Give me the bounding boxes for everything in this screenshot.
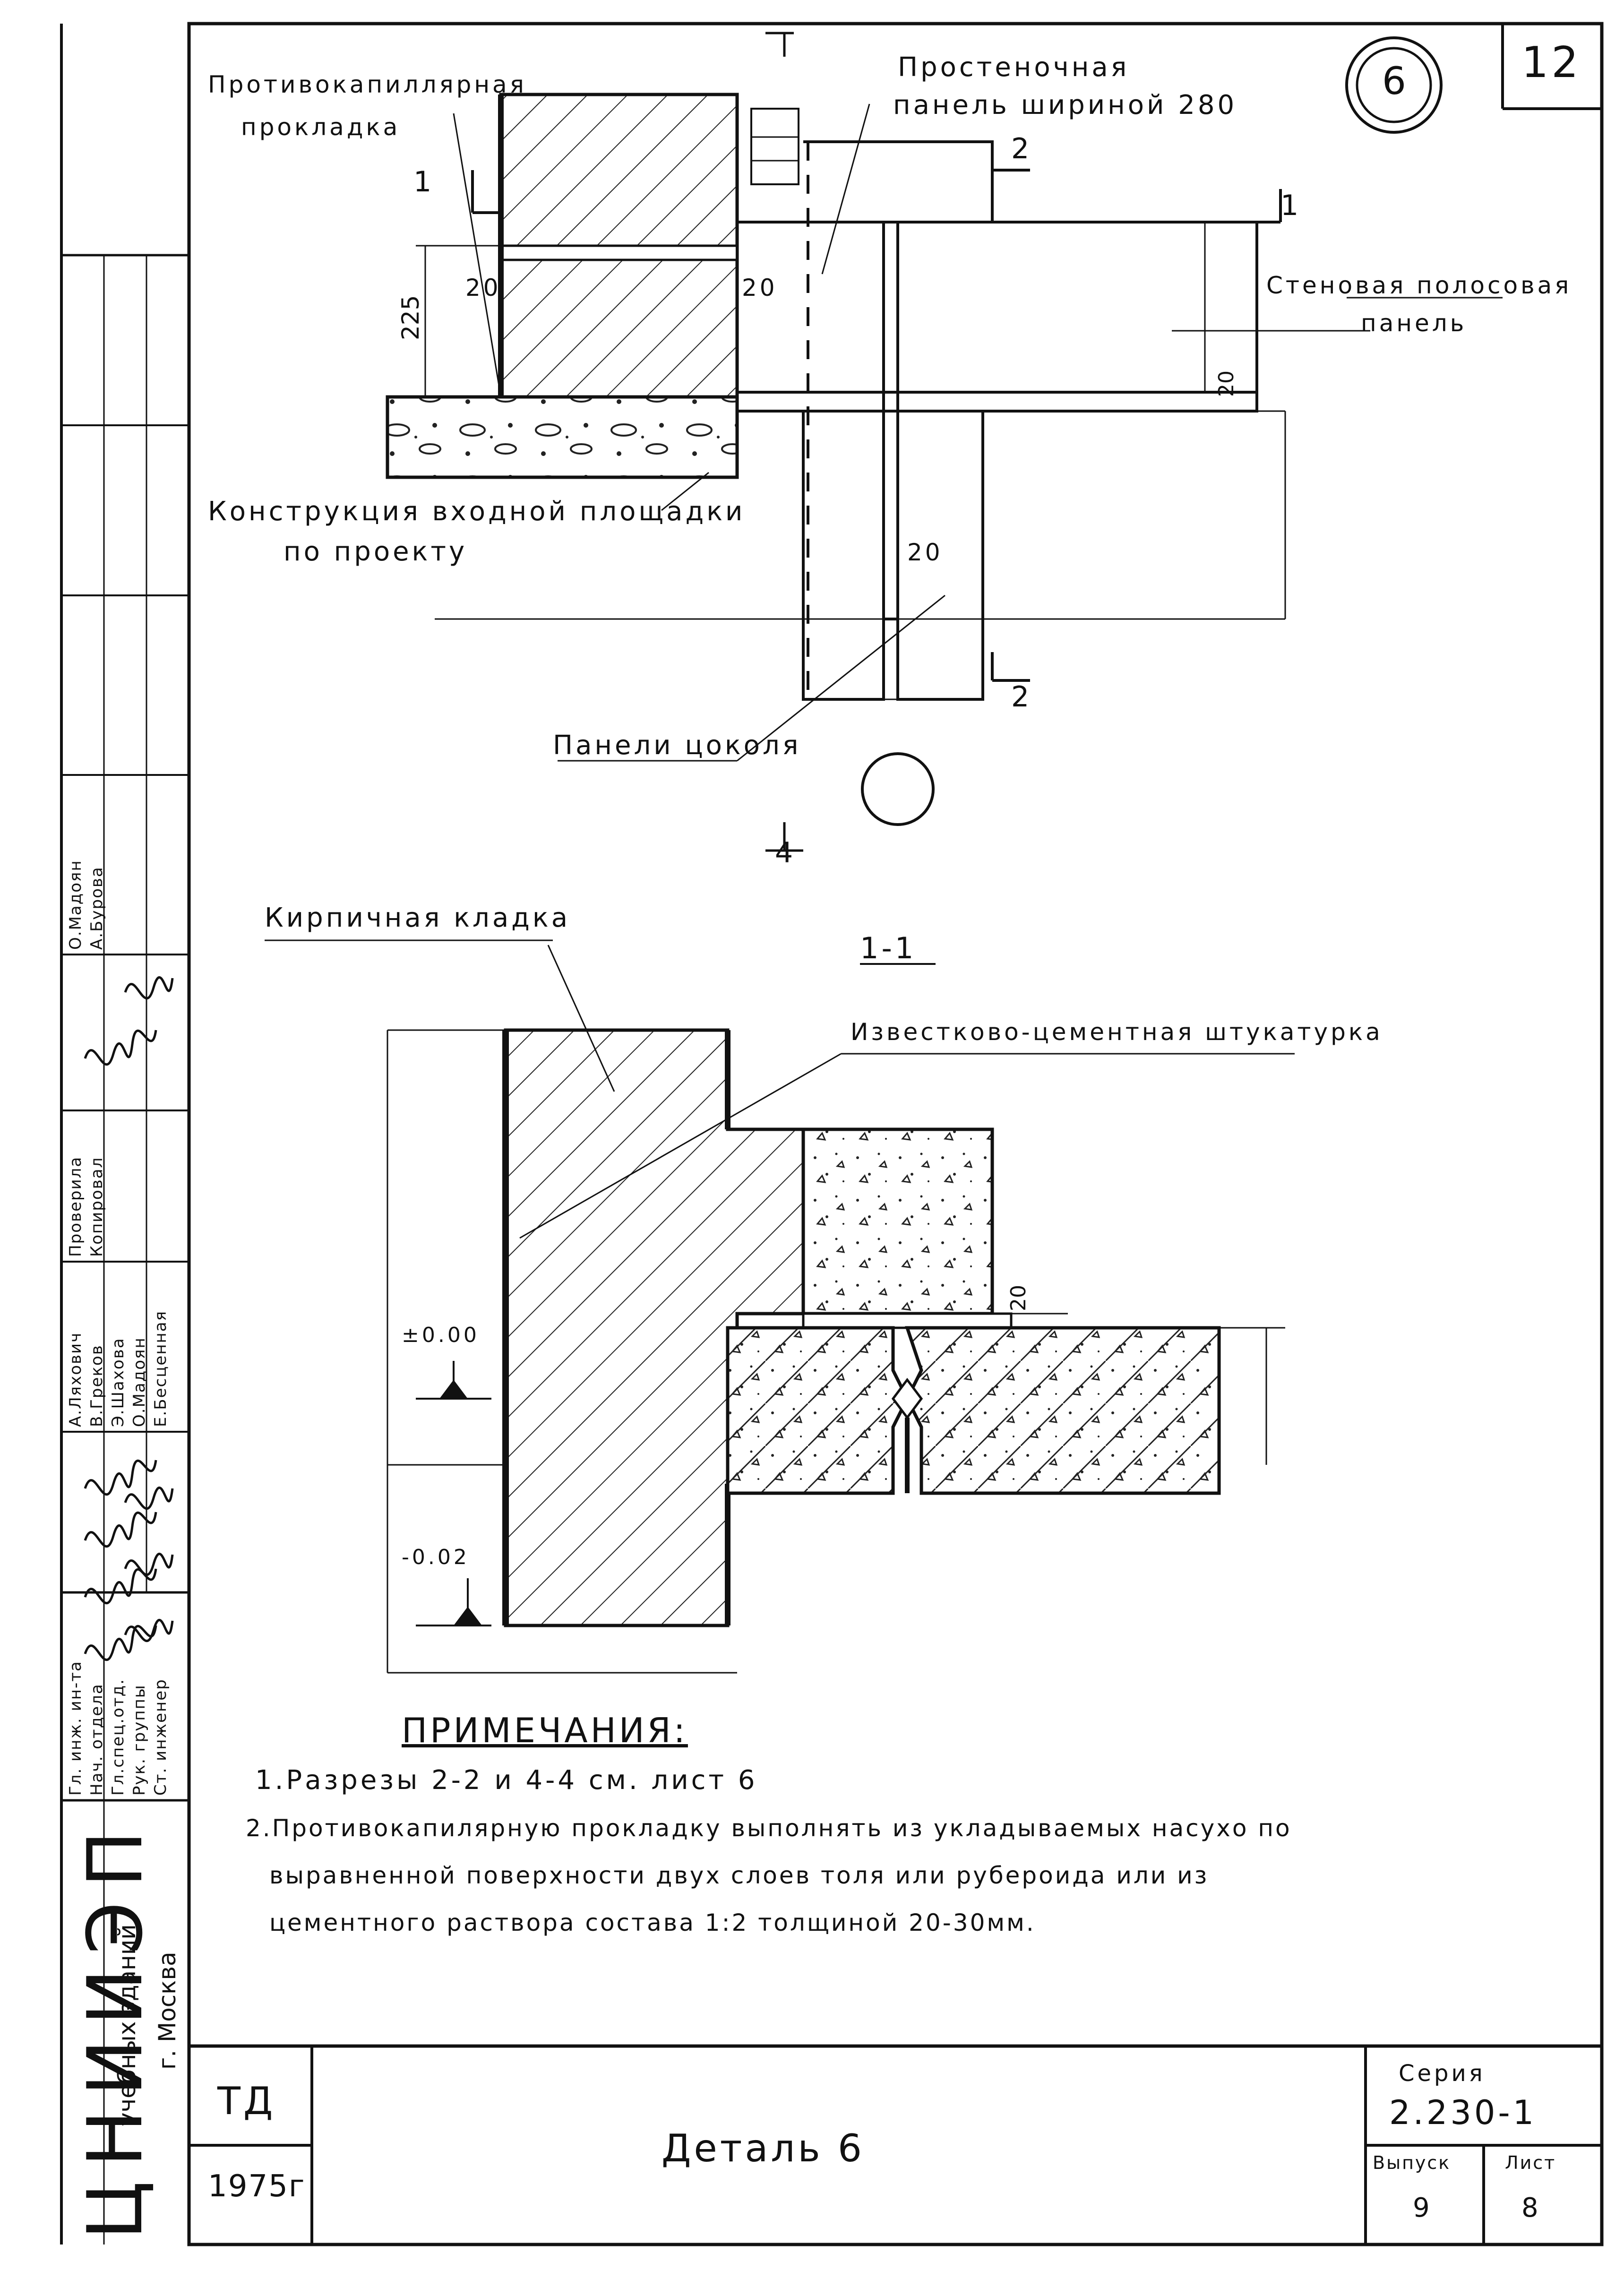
tb-issue-value: 9 (1413, 2193, 1433, 2223)
stamp-role2-0: Проверила (66, 1156, 85, 1257)
cut-2-top: 2 (1011, 132, 1032, 165)
stamp-name2-1: А.Бурова (87, 866, 106, 950)
stamp-name-4: Е.Бесценная (151, 1310, 170, 1427)
section-1-1-view (265, 939, 1295, 1674)
tb-sheet-label: Лист (1505, 2152, 1556, 2173)
stamp-name2-0: О.Мадоян (66, 860, 85, 950)
signatures (84, 976, 174, 1661)
label-entrance-2: по проекту (284, 536, 468, 567)
section-dim-20: 20 (1006, 1285, 1031, 1311)
tb-series-value: 2.230-1 (1389, 2093, 1537, 2132)
section-upper-panel (801, 1127, 994, 1316)
section-plinth-left (726, 1326, 909, 1495)
cut-1-left: 1 (413, 165, 435, 198)
label-pier-panel-2: панель шириной 280 (893, 90, 1237, 120)
level-top: ±0.00 (402, 1323, 480, 1347)
dim-20-c: 20 (1214, 370, 1238, 397)
level-bottom: -0.02 (402, 1545, 470, 1569)
stamp-name-3: О.Мадоян (130, 1337, 149, 1427)
dim-20-a: 20 (465, 274, 501, 301)
stamp-role-2: Гл.спец.отд. (109, 1678, 128, 1796)
stamp-name-1: В.Греков (87, 1344, 106, 1427)
cut-4: 4 (775, 836, 796, 869)
label-pier-panel: Простеночная (898, 52, 1130, 83)
sheet-number: 12 (1521, 38, 1581, 87)
section-plinth-right (905, 1326, 1221, 1495)
notes-line-1: 1.Разрезы 2-2 и 4-4 см. лист 6 (255, 1765, 758, 1796)
dim-225: 225 (397, 295, 424, 340)
label-capillary-gasket: Противокапиллярная (208, 71, 527, 98)
label-capillary-gasket-2: прокладка (241, 113, 401, 141)
section-marker-circle (861, 752, 935, 826)
notes-line-2: 2.Противокапилярную прокладку выполнять … (246, 1815, 1292, 1842)
detail-circle (1345, 36, 1443, 134)
stamp-name-0: А.Ляхович (66, 1332, 85, 1427)
stamp-name-2: Э.Шахова (109, 1337, 128, 1427)
tb-sheet-value: 8 (1521, 2193, 1541, 2223)
plan-entrance-slab (386, 395, 739, 479)
label-entrance: Конструкция входной площадки (208, 496, 746, 527)
tb-code: ТД (217, 2079, 276, 2123)
notes-line-4: цементного раствора состава 1:2 толщиной… (269, 1909, 1036, 1936)
stamp-role-3: Рук. группы (130, 1684, 149, 1796)
detail-number: 6 (1382, 59, 1409, 103)
cut-1-right: 1 (1280, 189, 1302, 222)
org-line-2: г. Москва (154, 1952, 181, 2070)
tb-issue-label: Выпуск (1373, 2152, 1451, 2173)
tb-title: Деталь 6 (662, 2126, 865, 2170)
stamp-role-0: Гл. инж. ин-та (66, 1660, 85, 1796)
cut-2-bottom: 2 (1011, 680, 1032, 714)
label-plaster: Известково-цементная штукатурка (851, 1018, 1383, 1046)
plan-view (386, 32, 1503, 852)
stamp-role-4: Ст. инженер (151, 1678, 170, 1796)
label-strip-panel-2: панель (1361, 310, 1467, 337)
label-strip-panel: Стеновая полосовая (1266, 272, 1572, 299)
stamp-role-1: Нач. отдела (87, 1683, 106, 1796)
stamp-role2-1: Копировал (87, 1156, 106, 1257)
notes-heading: ПРИМЕЧАНИЯ: (402, 1711, 688, 1750)
dim-20-d: 20 (907, 539, 943, 566)
tb-series-label: Серия (1399, 2060, 1486, 2087)
section-title: 1-1 (860, 931, 917, 965)
dim-20-b: 20 (742, 274, 778, 301)
label-brick: Кирпичная кладка (265, 903, 571, 933)
tb-year: 1975г (208, 2169, 306, 2204)
label-plinth: Панели цоколя (553, 730, 801, 761)
org-line-1: учебных зданий (113, 1924, 141, 2126)
notes-line-3: выравненной поверхности двух слоев толя … (269, 1862, 1209, 1889)
